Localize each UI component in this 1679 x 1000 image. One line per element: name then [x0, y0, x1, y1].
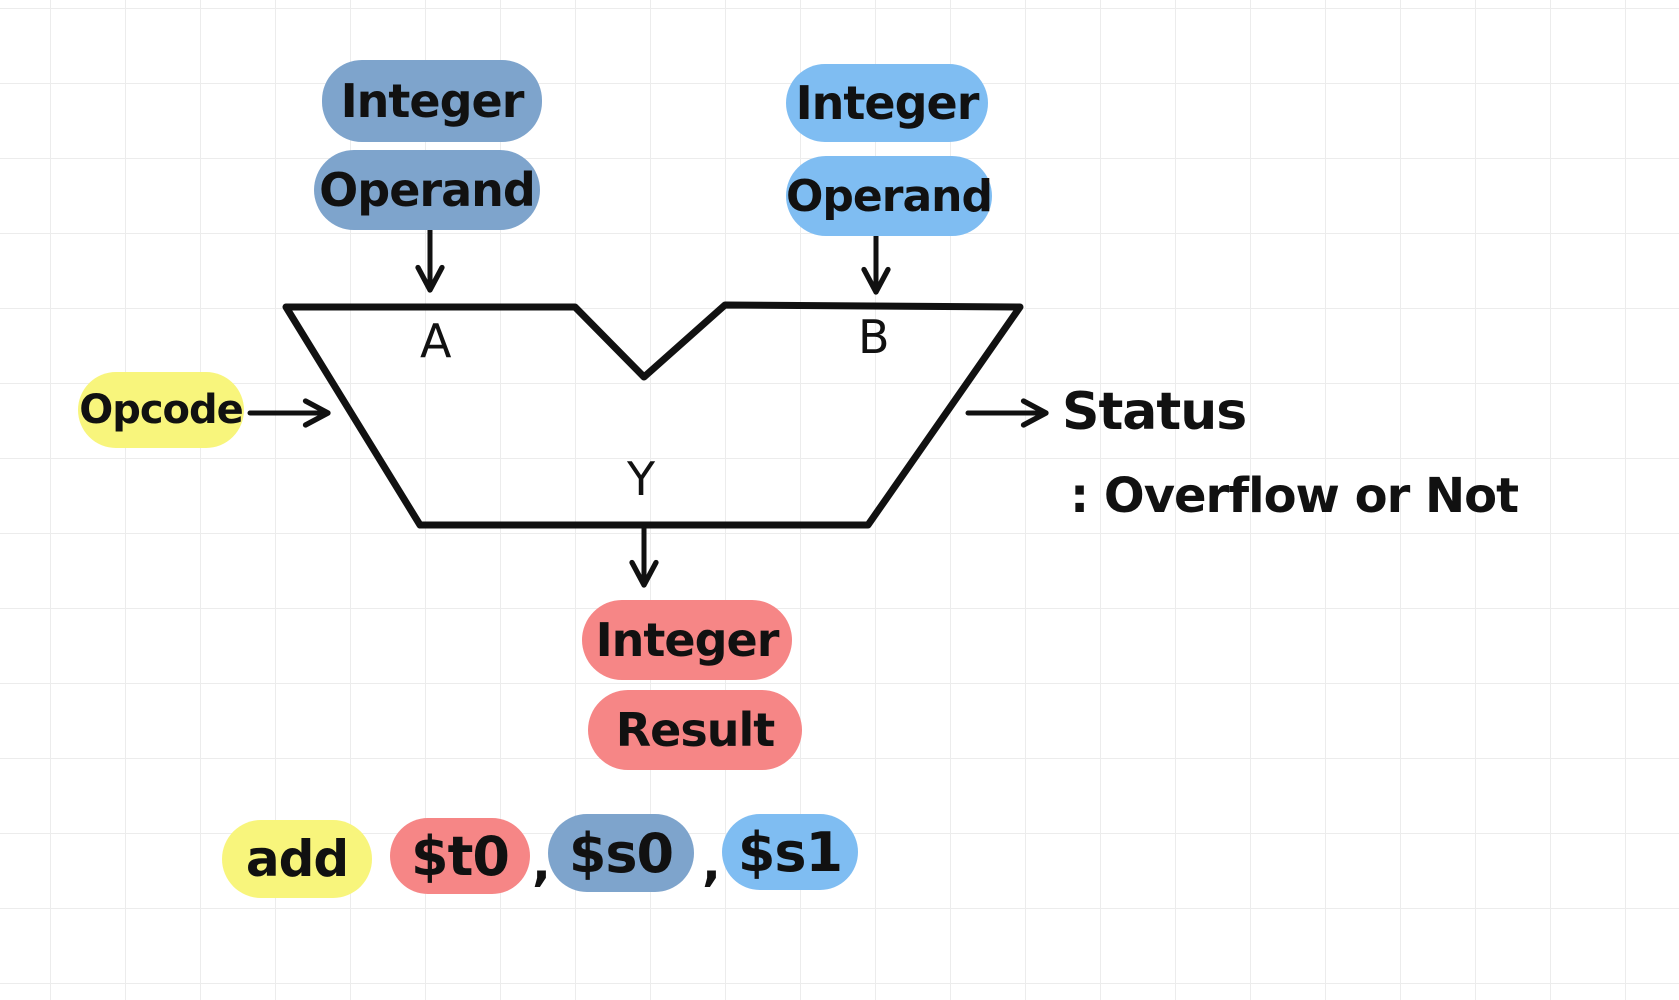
status-detail: : Overflow or Not	[1070, 468, 1519, 524]
opcode-text: Opcode	[79, 387, 244, 433]
operand-a-line1-text: Integer	[340, 74, 525, 128]
operand-b-line2-text: Operand	[786, 170, 993, 222]
instruction-op-text: add	[245, 830, 349, 888]
result-line1-badge: Integer	[582, 600, 792, 680]
operand-b-line2-badge: Operand	[786, 156, 993, 236]
instruction-rd-text: $t0	[411, 824, 510, 888]
instruction-rs-badge: $s0	[548, 814, 694, 892]
instruction-rt-badge: $s1	[722, 814, 858, 890]
port-b-label: B	[858, 310, 890, 364]
result-line1-text: Integer	[595, 613, 780, 667]
operand-a-line1-badge: Integer	[322, 60, 542, 142]
status-label: Status	[1062, 382, 1247, 442]
opcode-badge: Opcode	[78, 372, 244, 448]
operand-a-line2-text: Operand	[319, 163, 536, 217]
instruction-rd-badge: $t0	[390, 818, 530, 894]
instruction-op-badge: add	[222, 820, 372, 898]
operand-b-line1-text: Integer	[795, 76, 980, 130]
instruction-rs-text: $s0	[568, 821, 674, 885]
instruction-rt-text: $s1	[737, 820, 843, 884]
port-a-label: A	[420, 314, 451, 368]
port-y-label: Y	[627, 452, 655, 506]
operand-a-line2-badge: Operand	[314, 150, 540, 230]
operand-b-line1-badge: Integer	[786, 64, 988, 142]
instruction-sep2: ,	[702, 834, 721, 892]
result-line2-badge: Result	[588, 690, 802, 770]
alu-shape	[282, 301, 1024, 529]
result-line2-text: Result	[615, 703, 776, 757]
instruction-sep1: ,	[532, 834, 551, 892]
